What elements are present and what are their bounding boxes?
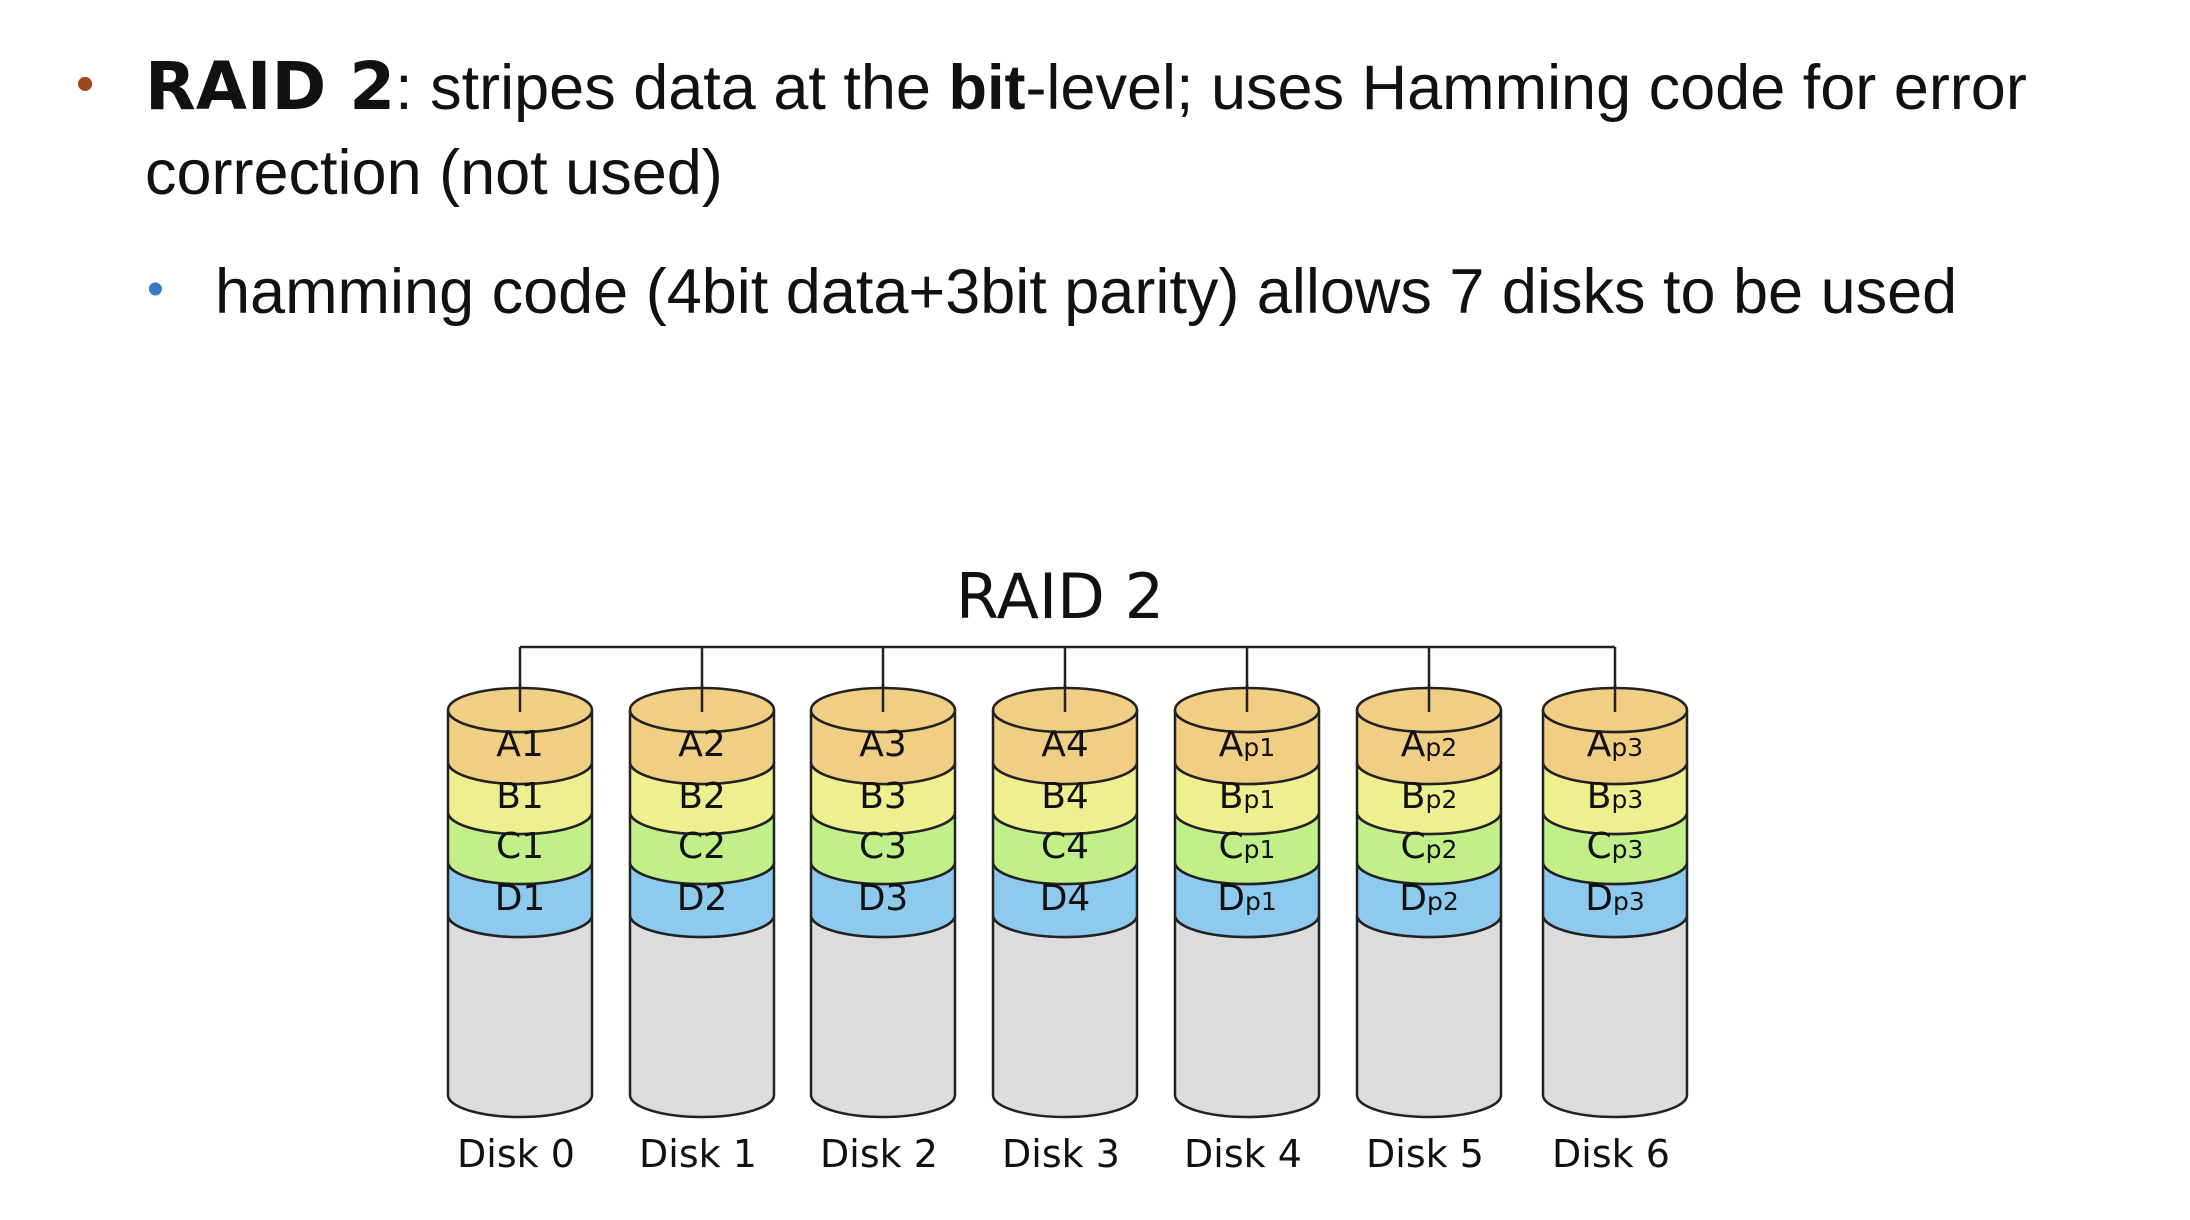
disk-label: Disk 6: [1552, 1132, 1670, 1176]
bullet-list: • RAID 2: stripes data at the bit-level;…: [0, 0, 2190, 360]
block-label: C2: [678, 826, 726, 867]
block-label: B2: [678, 776, 726, 817]
block-label: Ap1: [1219, 724, 1275, 765]
bullet-item-1: RAID 2: stripes data at the bit-level; u…: [145, 44, 2095, 216]
block-label: Dp2: [1399, 878, 1459, 919]
block-label: A1: [496, 724, 544, 765]
block-label: Dp1: [1217, 878, 1277, 919]
disk-label: Disk 0: [457, 1132, 575, 1176]
block-label: Cp1: [1219, 826, 1276, 867]
disk-body: [1173, 914, 1321, 1119]
block-label: Cp2: [1401, 826, 1458, 867]
bullet-item-2: hamming code (4bit data+3bit parity) all…: [215, 257, 1958, 327]
bullet-1-term: RAID 2: [145, 48, 396, 125]
block-label: B1: [496, 776, 544, 817]
block-label: Dp3: [1585, 878, 1645, 919]
disk-body: [991, 914, 1139, 1119]
block-label: D1: [495, 878, 546, 919]
block-label: Bp3: [1587, 776, 1643, 817]
block-label: Ap3: [1587, 724, 1643, 765]
block-label: C4: [1041, 826, 1089, 867]
block-label: A3: [859, 724, 907, 765]
bullet-1-text-a: : stripes data at the: [395, 53, 949, 123]
disk-label: Disk 1: [639, 1132, 757, 1176]
block-label: B3: [859, 776, 907, 817]
diagram-title: RAID 2: [956, 560, 1164, 633]
block-label: A4: [1041, 724, 1089, 765]
disk-body: [446, 914, 594, 1119]
bullet-1-text-b: -level; uses Hamming code for error corr…: [145, 53, 2027, 208]
disk-label: Disk 4: [1184, 1132, 1302, 1176]
disk-label: Disk 5: [1366, 1132, 1484, 1176]
block-label: D3: [858, 878, 909, 919]
block-label: Bp2: [1401, 776, 1457, 817]
disk-body: [809, 914, 957, 1119]
bullet-marker-1: •: [76, 55, 95, 113]
block-label: D4: [1040, 878, 1091, 919]
bullet-marker-2: •: [147, 263, 164, 316]
block-label: D2: [677, 878, 728, 919]
block-label: A2: [678, 724, 726, 765]
block-label: Cp3: [1587, 826, 1644, 867]
block-label: Ap2: [1401, 724, 1457, 765]
block-label: Bp1: [1219, 776, 1275, 817]
block-label: C1: [496, 826, 544, 867]
block-label: C3: [859, 826, 907, 867]
disk-body: [1355, 914, 1503, 1119]
bullet-1-emphasis: bit: [948, 53, 1026, 123]
disk-label: Disk 2: [820, 1132, 938, 1176]
block-label: B4: [1041, 776, 1089, 817]
disk-label: Disk 3: [1002, 1132, 1120, 1176]
disk-body: [628, 914, 776, 1119]
disk-body: [1541, 914, 1689, 1119]
